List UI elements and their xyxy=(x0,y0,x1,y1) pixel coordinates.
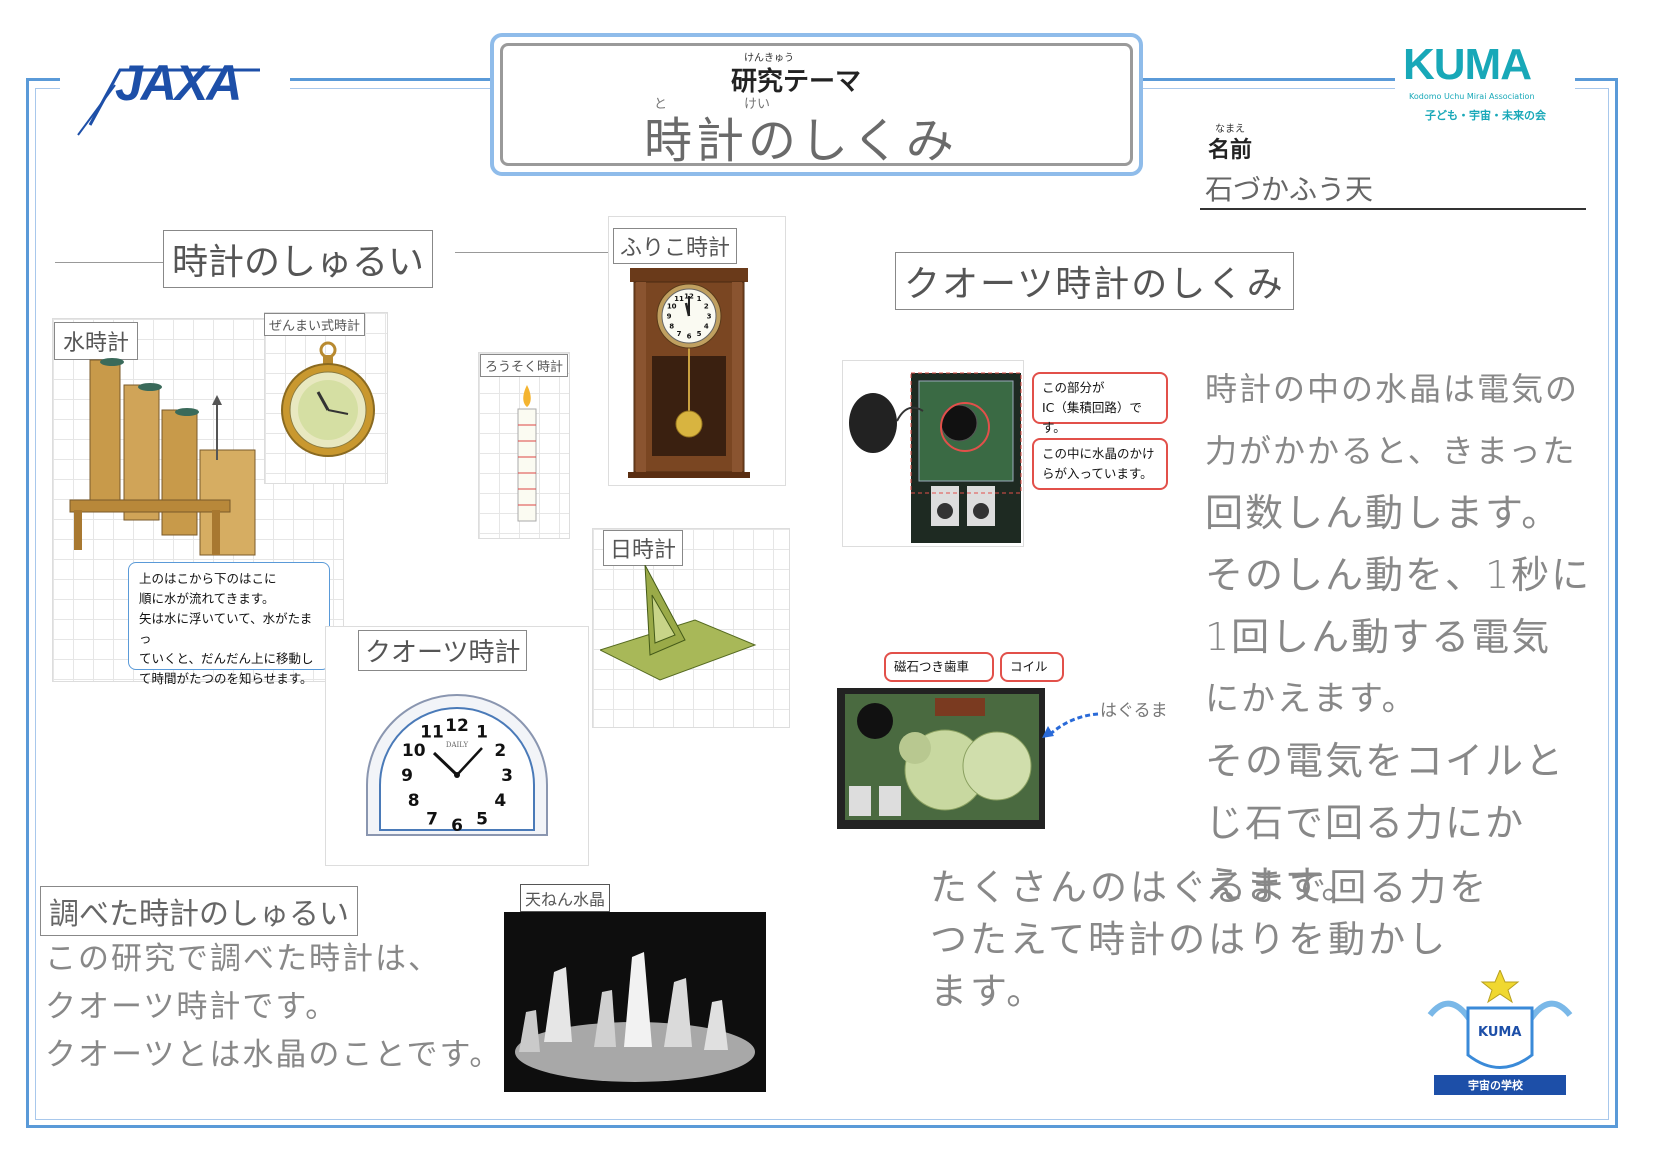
clock-number: 9 xyxy=(667,313,672,321)
title-box: けんきゅう 研究テーマ と けい 時計のしくみ xyxy=(490,33,1143,176)
summary-line-2: クオーツ時計です。 xyxy=(45,989,339,1025)
callout-crystal: この中に水晶のかけ らが入っています。 xyxy=(1032,438,1168,490)
kuma-jp: 子ども・宇宙・未来の会 xyxy=(1425,109,1546,122)
circuit-photo-1 xyxy=(842,360,1024,547)
clock-number: 1 xyxy=(476,723,488,743)
clock-number: 2 xyxy=(704,303,709,311)
explanation-line-7: その電気をコイルと xyxy=(1205,739,1566,783)
gear-arrow xyxy=(1040,710,1100,740)
water-note-line-5: て時間がたつのを知らせます。 xyxy=(139,671,313,686)
clock-number: 10 xyxy=(667,303,677,311)
bottom-line-1: たくさんのはぐるまで回る力を xyxy=(930,866,1490,909)
water-note-line-1: 上のはこから下のはこに xyxy=(139,571,277,586)
pendulum-clock-label: ふりこ時計 xyxy=(613,228,738,264)
kuma-tagline: Kodomo Uchu Mirai Association xyxy=(1409,92,1535,101)
theme-ruby: けんきゅう xyxy=(744,53,794,64)
candle-illustration xyxy=(512,385,542,525)
clock-number: 7 xyxy=(426,809,438,829)
clock-number: 2 xyxy=(494,741,506,761)
kuma-logo: KUMA Kodomo Uchu Mirai Association 子ども・宇… xyxy=(1395,40,1575,130)
pocket-watch-illustration xyxy=(278,340,378,465)
sundial-illustration xyxy=(598,564,760,685)
quartz-explanation: 時計の中の水晶は電気の 力がかかると、きまった 回数しん動します。 そのしん動を… xyxy=(1205,358,1605,916)
quartz-brand: DAILY xyxy=(446,741,469,749)
clock-number: 8 xyxy=(669,323,674,331)
summary-text: この研究で調べた時計は、 クオーツ時計です。 クオーツとは水晶のことです。 xyxy=(45,935,502,1079)
label-gears-hand: はぐるま xyxy=(1100,701,1168,721)
gear-photo xyxy=(835,686,1047,831)
clock-number: 6 xyxy=(687,333,692,341)
callout-ic: この部分が IC（集積回路）です。 xyxy=(1032,372,1168,435)
clock-number: 7 xyxy=(677,330,682,338)
types-rule-right xyxy=(455,252,625,253)
name-ruby: なまえ xyxy=(1215,124,1245,135)
clock-number: 5 xyxy=(697,330,702,338)
theme-label: 研究テーマ xyxy=(731,67,862,97)
explanation-line-3: 回数しん動します。 xyxy=(1205,491,1562,535)
jaxa-wordmark: JAXA xyxy=(115,55,242,111)
callout-crystal-line-2: らが入っています。 xyxy=(1042,466,1153,481)
summary-line-3: クオーツとは水晶のことです。 xyxy=(45,1037,503,1073)
clock-number: 4 xyxy=(494,791,506,811)
bottom-line-3: ます。 xyxy=(930,970,1047,1013)
clock-number: 3 xyxy=(501,766,513,786)
clock-number: 5 xyxy=(476,809,488,829)
types-rule xyxy=(55,262,165,263)
water-note-line-2: 順に水が流れてきます。 xyxy=(139,591,275,606)
quartz-heading: クオーツ時計のしくみ xyxy=(895,252,1294,310)
callout-crystal-line-1: この中に水晶のかけ xyxy=(1042,446,1155,461)
summary-heading: 調べた時計のしゅるい xyxy=(40,886,358,936)
explanation-line-5: 1回しん動する電気 xyxy=(1205,615,1552,659)
explanation-line-9: えます。 xyxy=(1205,863,1362,907)
name-label: 名前 xyxy=(1208,138,1253,163)
water-clock-illustration xyxy=(62,350,262,560)
explanation-line-8: じ石で回る力にか xyxy=(1205,801,1526,845)
quartz-bottom-text: たくさんのはぐるまで回る力を つたえて時計のはりを動かし ます。 xyxy=(930,862,1610,1018)
clock-number: 11 xyxy=(420,723,444,743)
school-badge-name: KUMA xyxy=(1478,1025,1522,1040)
clock-number: 3 xyxy=(707,313,712,321)
explanation-line-2: 力がかかると、きまった xyxy=(1205,432,1577,470)
water-note-line-4: ていくと、だんだん上に移動し xyxy=(139,651,314,666)
spring-clock-label: ぜんまい式時計 xyxy=(264,313,366,336)
crystal-label: 天ねん水晶 xyxy=(520,884,611,912)
explanation-line-1: 時計の中の水晶は電気の xyxy=(1205,370,1580,408)
clock-number: 4 xyxy=(704,323,709,331)
bottom-line-2: つたえて時計のはりを動かし xyxy=(930,918,1449,961)
school-badge-label: 宇宙の学校 xyxy=(1468,1079,1523,1092)
sundial-label: 日時計 xyxy=(603,530,684,566)
quartz-clock-label: クオーツ時計 xyxy=(358,630,528,671)
explanation-line-4: そのしん動を、1秒に xyxy=(1205,553,1592,597)
crystal-photo xyxy=(504,912,766,1092)
name-underline xyxy=(1200,208,1586,210)
clock-number: 1 xyxy=(697,295,702,303)
title-ruby-right: けい xyxy=(744,97,771,112)
callout-ic-line-1: この部分が xyxy=(1042,380,1105,395)
label-coil: コイル xyxy=(1000,652,1064,682)
clock-number: 6 xyxy=(451,816,463,836)
school-badge: KUMA 宇宙の学校 xyxy=(1420,968,1580,1110)
clock-number: 9 xyxy=(401,766,413,786)
clock-number: 8 xyxy=(408,791,420,811)
jaxa-logo: JAXA xyxy=(60,40,290,140)
callout-ic-line-2: IC（集積回路）です。 xyxy=(1042,400,1142,435)
water-clock-label: 水時計 xyxy=(54,322,139,360)
candle-clock-label: ろうそく時計 xyxy=(480,354,569,377)
name-value: 石づかふう天 xyxy=(1205,173,1374,206)
water-note-line-3: 矢は水に浮いていて、水がたまっ xyxy=(139,611,313,646)
types-heading: 時計のしゅるい xyxy=(163,230,434,288)
clock-number: 10 xyxy=(402,741,426,761)
page-title: 時計のしくみ xyxy=(644,113,958,169)
kuma-wordmark: KUMA xyxy=(1403,40,1532,89)
label-gear: 磁石つき歯車 xyxy=(884,652,994,682)
clock-number: 11 xyxy=(674,295,684,303)
summary-line-1: この研究で調べた時計は、 xyxy=(45,941,441,977)
explanation-line-6: にかえます。 xyxy=(1205,679,1418,719)
clock-number: 12 xyxy=(445,716,469,736)
title-ruby-left: と xyxy=(654,97,668,112)
water-clock-note: 上のはこから下のはこに 順に水が流れてきます。 矢は水に浮いていて、水がたまっ … xyxy=(128,562,330,686)
